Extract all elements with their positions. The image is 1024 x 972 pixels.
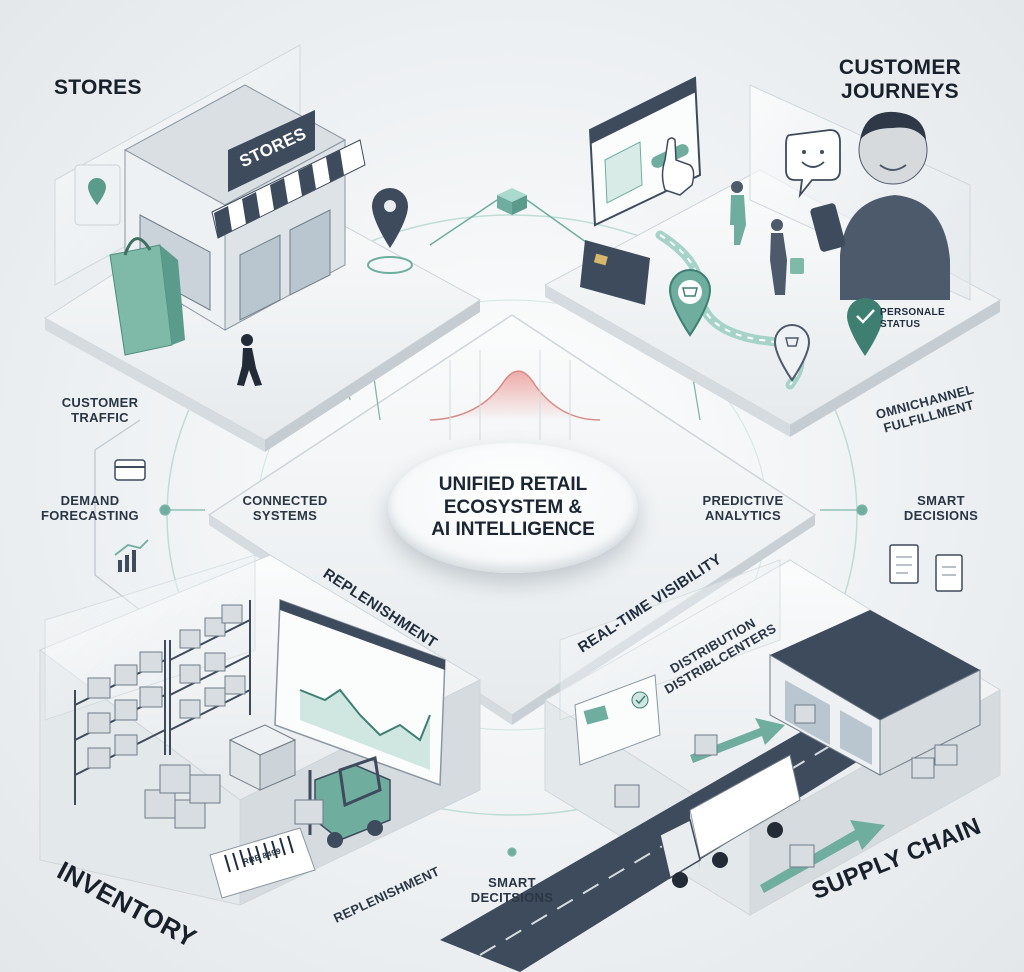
hub-ellipse: UNIFIED RETAIL ECOSYSTEM & AI INTELLIGEN… — [388, 443, 638, 573]
document-icon — [889, 544, 963, 592]
barcode-icon — [209, 827, 316, 899]
hub-line2: ECOSYSTEM & — [443, 496, 583, 518]
shopping-bag-icon — [109, 237, 185, 356]
demand-forecasting-label: DEMAND FORECASTING — [30, 493, 150, 524]
demand-forecasting-line2: FORECASTING — [41, 507, 139, 523]
customer-traffic-line2: TRAFFIC — [71, 409, 129, 425]
connected-systems-line1: CONNECTED — [242, 493, 328, 508]
shoppers-icon — [730, 181, 804, 295]
personale-status-line1: PERSONALE — [880, 307, 945, 318]
truck-icon — [659, 754, 801, 888]
customer-traffic-line1: CUSTOMER — [61, 395, 139, 410]
predictive-analytics-label: PREDICTIVE ANALYTICS — [678, 493, 808, 524]
customer-journeys-title: CUSTOMER JOURNEYS — [820, 56, 980, 104]
smart-decisions-right-line1: SMART — [917, 493, 965, 508]
browser-window-icon — [588, 76, 702, 227]
credit-card-icon — [580, 240, 650, 305]
checkmark-pin-icon — [847, 298, 883, 356]
pedestrian-icon — [237, 334, 262, 386]
hub-line1: UNIFIED RETAIL — [438, 473, 588, 495]
forklift-icon — [294, 756, 391, 848]
personale-status-line2: STATUS — [880, 318, 921, 330]
predictive-analytics-line1: PREDICTIVE — [702, 493, 784, 508]
box-icon — [87, 604, 297, 829]
smiley-chat-icon — [785, 129, 841, 199]
bar-chart-small-icon — [114, 539, 149, 572]
credit-card-small-icon — [114, 459, 146, 481]
line-chart-icon — [274, 598, 446, 787]
smart-decisions-right-label: SMART DECISIONS — [886, 493, 996, 524]
smart-decisions-bottom-line2: DECITSIONS — [470, 889, 554, 905]
smart-decisions-bottom-label: SMART DECITSIONS — [462, 875, 562, 906]
stores-platform — [44, 44, 481, 452]
customer-journeys-line2: JOURNEYS — [841, 80, 959, 104]
smart-decisions-right-line2: DECISIONS — [903, 507, 979, 523]
connected-systems-label: CONNECTED SYSTEMS — [220, 493, 350, 524]
stores-title: STORES — [54, 76, 142, 99]
smartphone-icon — [810, 203, 846, 252]
connected-systems-line2: SYSTEMS — [252, 507, 318, 523]
customer-journeys-line1: CUSTOMER — [838, 56, 962, 79]
customer-person-icon — [810, 111, 950, 300]
hub-title: UNIFIED RETAIL ECOSYSTEM & AI INTELLIGEN… — [403, 474, 623, 542]
cart-pin-icon — [668, 268, 712, 337]
predictive-analytics-line2: ANALYTICS — [705, 507, 781, 523]
map-pin-small-icon — [74, 164, 121, 226]
personale-status: PERSONALE STATUS — [880, 307, 945, 330]
map-pin-icon — [367, 188, 413, 274]
smart-decisions-bottom-line1: SMART — [488, 875, 536, 890]
pointer-hand-icon — [661, 137, 695, 196]
hub-line3: AI INTELLIGENCE — [431, 519, 595, 541]
box-icon — [614, 704, 958, 868]
demand-forecasting-line1: DEMAND — [60, 493, 120, 508]
distribution-card-icon — [574, 674, 661, 766]
customer-traffic-label: CUSTOMER TRAFFIC — [40, 395, 160, 426]
warehouse-icon — [769, 610, 981, 776]
connector-node-top — [429, 188, 591, 246]
cart-pin-small-icon — [773, 323, 811, 382]
